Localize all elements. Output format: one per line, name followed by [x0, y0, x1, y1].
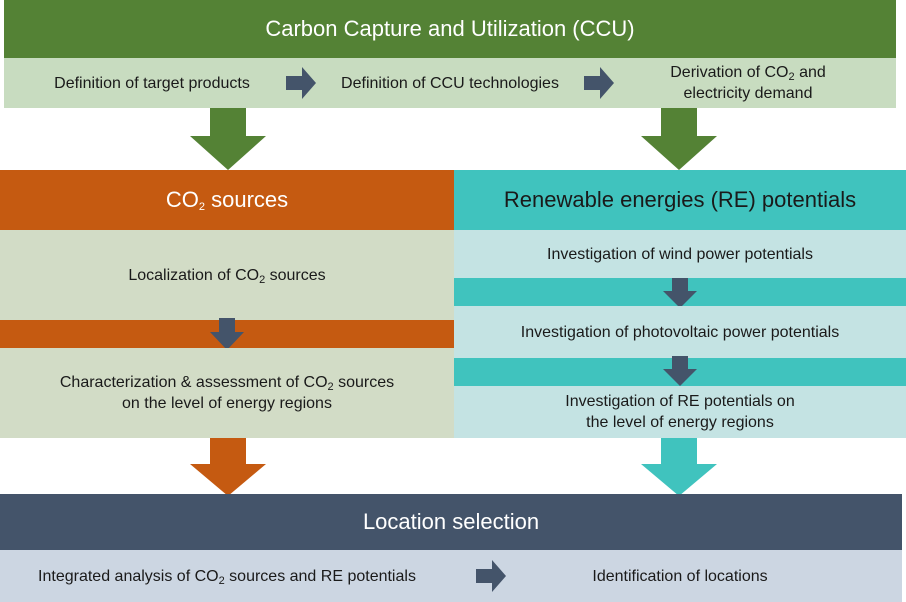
ccu-arrow-1-icon [286, 67, 316, 99]
location-selection-header: Location selection [0, 494, 902, 550]
re-photovoltaic-step: Investigation of photovoltaic power pote… [454, 306, 906, 358]
ccu-step-demand-derivation: Derivation of CO2 and electricity demand [670, 64, 826, 102]
co2-sources-title: CO2 sources [165, 187, 289, 213]
re-small-down-arrow-1-icon [663, 278, 697, 308]
teal-down-arrow-icon [641, 438, 717, 496]
re-potentials-header: Renewable energies (RE) potentials [454, 170, 906, 230]
location-identification-step: Identification of locations [592, 567, 768, 585]
orange-down-arrow-icon [190, 438, 266, 496]
co2-characterization-step: Characterization & assessment of CO2 sou… [0, 348, 454, 438]
re-energy-regions-step: Investigation of RE potentials on the le… [454, 386, 906, 438]
ccu-step-target-products: Definition of target products [54, 74, 250, 92]
re-potentials-title: Renewable energies (RE) potentials [503, 187, 857, 212]
ccu-title: Carbon Capture and Utilization (CCU) [265, 16, 635, 41]
location-right-arrow-icon [476, 560, 506, 592]
green-down-arrow-left-icon [190, 108, 266, 170]
co2-sources-header: CO2 sources [0, 170, 454, 230]
re-small-down-arrow-2-icon [663, 356, 697, 386]
location-right-band [454, 550, 902, 602]
co2-small-down-arrow-icon [210, 318, 244, 350]
ccu-header: Carbon Capture and Utilization (CCU) [4, 0, 896, 58]
ccu-arrow-2-icon [584, 67, 614, 99]
location-integrated-analysis-step: Integrated analysis of CO2 sources and R… [0, 550, 454, 602]
ccu-step-ccu-technologies: Definition of CCU technologies [341, 74, 559, 92]
green-down-arrow-right-icon [641, 108, 717, 170]
re-wind-step: Investigation of wind power potentials [454, 230, 906, 278]
co2-localization-step: Localization of CO2 sources [0, 230, 454, 320]
ccu-steps-band [4, 58, 896, 108]
location-selection-title: Location selection [362, 509, 540, 534]
